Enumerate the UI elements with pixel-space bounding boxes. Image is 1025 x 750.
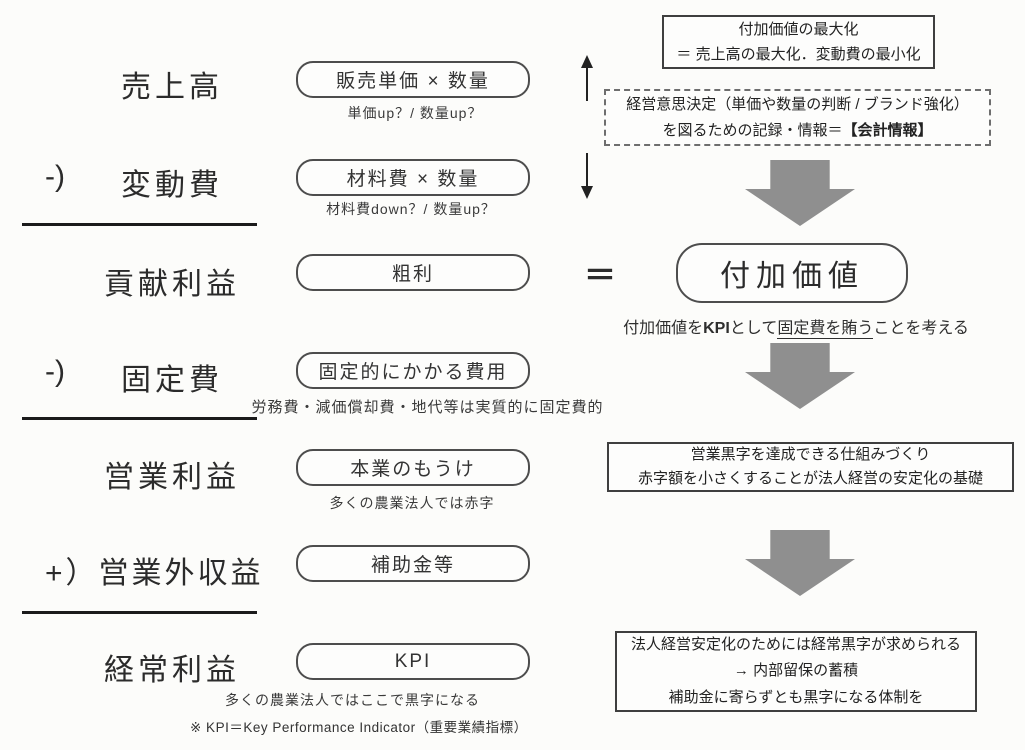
ordinary-surplus-line1: 法人経営安定化のためには経常黒字が求められる bbox=[630, 636, 961, 654]
subtotal-rule-2 bbox=[22, 417, 257, 420]
accounting-info-line2: を図るための記録・情報＝【会計情報】 bbox=[606, 118, 989, 144]
accounting-info-dashed-box: 経営意思決定（単価や数量の判断 / ブランド強化） を図るための記録・情報＝【会… bbox=[604, 89, 991, 146]
caption-fixed-cost-note: 労務費・減価償却費・地代等は実質的に固定費的 bbox=[251, 399, 604, 416]
row-label-variable-cost: 変動費 bbox=[121, 169, 223, 202]
row-sign-plus-non-operating: +） bbox=[45, 557, 99, 590]
operating-surplus-line1: 営業黒字を達成できる仕組みづくり bbox=[690, 446, 931, 463]
caption-variable-cost-drivers: 材料費down？/ 数量up？ bbox=[326, 201, 496, 217]
equals-sign: ＝ bbox=[584, 257, 617, 293]
added-value-kpi-note: 付加価値をKPIとして固定費を賄うことを考える bbox=[610, 314, 982, 339]
row-sign-minus-fixed-cost: -) bbox=[45, 355, 65, 388]
accounting-info-line2-bold: 【会計情報】 bbox=[842, 121, 933, 139]
ordinary-surplus-box: 法人経営安定化のためには経常黒字が求められる → 内部留保の蓄積 補助金に寄らず… bbox=[615, 631, 977, 712]
operating-surplus-box: 営業黒字を達成できる仕組みづくり 赤字額を小さくすることが法人経営の安定化の基礎 bbox=[607, 442, 1014, 492]
subtotal-rule-3 bbox=[22, 611, 257, 614]
formula-box-core-earnings: 本業のもうけ bbox=[296, 449, 530, 486]
kpi-definition-footnote: ※ KPI＝Key Performance Indicator（重要業績指標） bbox=[190, 720, 528, 735]
flow-down-arrow-2-icon bbox=[745, 343, 855, 409]
flow-down-arrow-3-icon bbox=[745, 530, 855, 596]
accounting-info-line2-pre: を図るための記録・情報＝ bbox=[662, 121, 843, 139]
formula-box-fixed-cost: 固定的にかかる費用 bbox=[296, 352, 530, 389]
maximize-line1: 付加価値の最大化 bbox=[738, 20, 859, 38]
caption-operating-deficit-note: 多くの農業法人では赤字 bbox=[329, 495, 495, 511]
subtotal-rule-1 bbox=[22, 223, 257, 226]
accounting-info-line1: 経営意思決定（単価や数量の判断 / ブランド強化） bbox=[626, 96, 969, 113]
maximize-line2: ＝ 売上高の最大化．変動費の最小化 bbox=[676, 46, 921, 63]
caption-ordinary-profit-note: 多くの農業法人ではここで黒字になる bbox=[225, 692, 480, 708]
flow-down-arrow-1-icon bbox=[745, 160, 855, 226]
added-value-box: 付加価値 bbox=[676, 243, 908, 303]
ordinary-surplus-line3: 補助金に寄らずとも黒字になる体制を bbox=[668, 688, 924, 706]
kpi-note-p5: ことを考える bbox=[873, 320, 969, 337]
formula-box-gross-margin: 粗利 bbox=[296, 254, 530, 291]
kpi-note-p3: として bbox=[729, 320, 778, 337]
formula-box-sales: 販売単価 × 数量 bbox=[296, 61, 530, 98]
row-label-sales: 売上高 bbox=[121, 71, 223, 104]
formula-box-subsidies: 補助金等 bbox=[296, 545, 530, 582]
kpi-note-p1: 付加価値を bbox=[623, 320, 704, 337]
maximize-added-value-box: 付加価値の最大化 ＝ 売上高の最大化．変動費の最小化 bbox=[662, 15, 935, 69]
kpi-note-p2: KPI bbox=[703, 320, 730, 337]
row-label-ordinary-profit: 経常利益 bbox=[104, 654, 240, 687]
formula-box-variable-cost: 材料費 × 数量 bbox=[296, 159, 530, 196]
row-label-operating-profit: 営業利益 bbox=[104, 461, 240, 494]
decrease-arrow-icon bbox=[581, 153, 593, 199]
kpi-note-p4: 固定費を賄う bbox=[777, 320, 874, 339]
ordinary-surplus-line2: → 内部留保の蓄積 bbox=[733, 662, 859, 680]
increase-arrow-icon bbox=[581, 55, 593, 101]
row-label-non-operating-income: +）営業外収益 bbox=[45, 548, 264, 592]
row-label-contribution-profit: 貢献利益 bbox=[104, 268, 240, 301]
row-label-fixed-cost: 固定費 bbox=[121, 364, 223, 397]
row-sign-minus-variable-cost: -) bbox=[45, 160, 65, 193]
caption-sales-drivers: 単価up？/ 数量up？ bbox=[347, 105, 483, 121]
formula-box-kpi: KPI bbox=[296, 643, 530, 680]
operating-surplus-line2: 赤字額を小さくすることが法人経営の安定化の基礎 bbox=[637, 470, 983, 487]
row-label-non-operating-text: 営業外収益 bbox=[98, 557, 264, 590]
